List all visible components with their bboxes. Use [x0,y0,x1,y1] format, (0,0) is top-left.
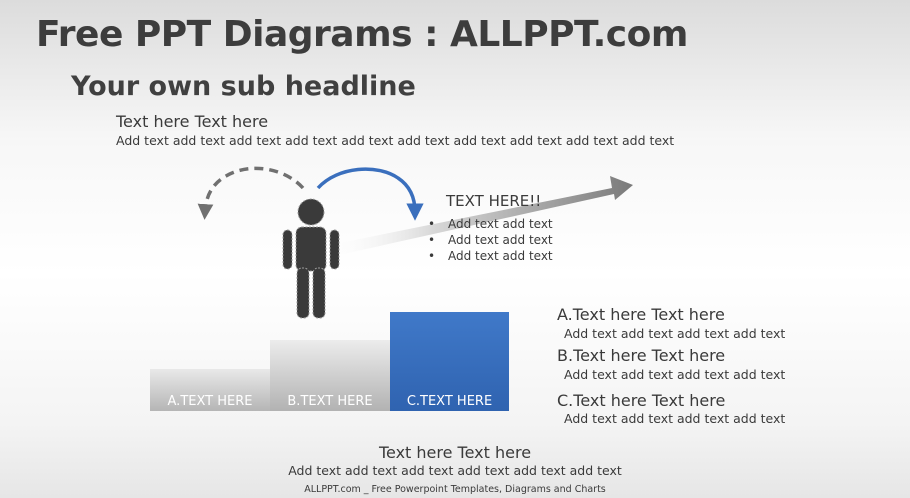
footer-text: ALLPPT.com _ Free Powerpoint Templates, … [304,484,606,495]
callout-bullet-text: Add text add text [448,217,553,231]
intro-heading: Text here Text here [116,112,269,131]
step-b-label: B.TEXT HERE [287,394,373,409]
callout-bullet-text: Add text add text [448,233,553,247]
step-c-label: C.TEXT HERE [406,394,493,409]
item-c-title: C.Text here Text here [557,391,726,410]
step-b: B.TEXT HERE [270,340,390,411]
callout-title: TEXT HERE!! [446,192,542,210]
item-b-title: B.Text here Text here [557,346,726,365]
curved-arrow-icon [316,167,424,221]
item-c-body: Add text add text add text add text [564,411,786,426]
dashed-curved-arrow-icon [197,166,305,220]
item-a-title: A.Text here Text here [557,305,725,324]
step-a: A.TEXT HERE [150,369,270,411]
callout-bullet-text: Add text add text [448,249,553,263]
step-c: C.TEXT HERE [390,312,509,411]
sub-headline: Your own sub headline [71,71,416,102]
callout-bullet: •Add text add text [428,217,553,231]
callout-bullet: •Add text add text [428,233,553,247]
bottom-heading: Text here Text here [378,443,532,462]
intro-body: Add text add text add text add text add … [116,133,675,148]
bottom-body: Add text add text add text add text add … [288,463,622,478]
item-a-body: Add text add text add text add text [564,326,786,341]
step-a-label: A.TEXT HERE [167,394,253,409]
slide-title: Free PPT Diagrams : ALLPPT.com [36,14,688,55]
rising-arrow-icon [325,176,633,257]
person-icon [282,198,340,319]
item-b-body: Add text add text add text add text [564,367,786,382]
callout-bullet: •Add text add text [428,249,553,263]
